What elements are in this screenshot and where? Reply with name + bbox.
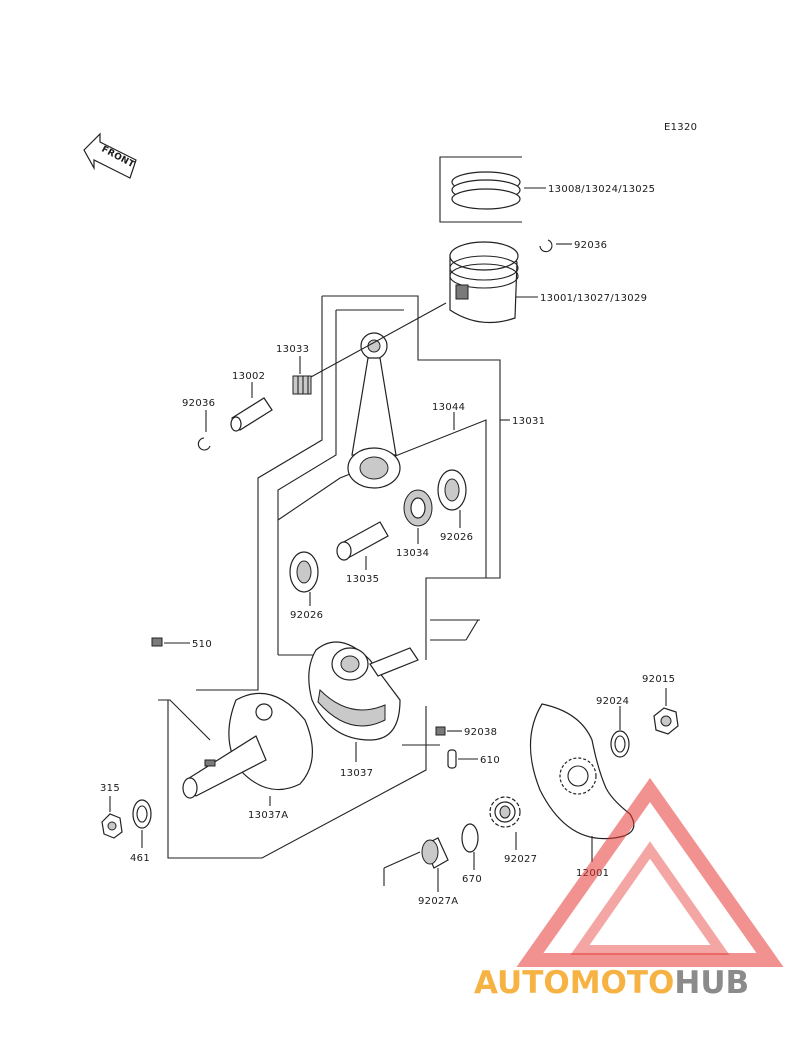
nut-left-icon (101, 796, 123, 839)
o-ring-label: 670 (462, 874, 482, 885)
o-ring-icon (461, 823, 479, 870)
gear-icon (489, 796, 521, 850)
piston-icon (449, 241, 538, 324)
nut-icon (653, 688, 679, 735)
thrust-washer-left-label: 92026 (290, 610, 323, 621)
watermark-part1: AUTOMOTO (474, 965, 674, 1001)
watermark-part2: HUB (674, 965, 749, 1001)
connecting-rod-icon (299, 302, 447, 489)
pin-circlip-label: 92036 (182, 398, 215, 409)
svg-text:AUTOMOTOHUB: AUTOMOTOHUB (474, 965, 749, 1001)
crank-pin-label: 13035 (346, 574, 379, 585)
left-flywheel-icon (182, 692, 314, 806)
ring-set-label: 13008/13024/13025 (548, 184, 655, 195)
nut-label: 92015 (642, 674, 675, 685)
washer-left-icon (132, 799, 152, 848)
washer-left-label: 461 (130, 853, 150, 864)
big-end-bearing-icon (403, 489, 433, 544)
thrust-washer-right-label: 92026 (440, 532, 473, 543)
left-flywheel-label: 13037A (248, 810, 288, 821)
woodruff-key-label: 92038 (464, 727, 497, 738)
key-label: 510 (192, 639, 212, 650)
watermark-triangle-icon (516, 777, 784, 967)
small-end-bearing-icon (292, 356, 312, 395)
thrust-washer-right-icon (437, 469, 467, 528)
dowel-pin-icon (447, 749, 478, 769)
gear-label: 92027 (504, 854, 537, 865)
piston-circlip-label: 92036 (574, 240, 607, 251)
front-arrow-icon: FRONT (83, 132, 137, 179)
small-end-bearing-label: 13033 (276, 344, 309, 355)
dowel-pin-label: 610 (480, 755, 500, 766)
big-end-bearing-label: 13034 (396, 548, 429, 559)
key-icon (151, 637, 190, 647)
automotohub-watermark: AUTOMOTOHUB (474, 777, 784, 1001)
thrust-washer-left-icon (289, 551, 319, 606)
pin-circlip-icon (197, 410, 211, 451)
ring-set-box (439, 156, 546, 223)
piston-circlip-icon (539, 239, 572, 253)
diagram-code: E1320 (664, 122, 697, 133)
piston-pin-icon (230, 382, 273, 432)
crankshaft-assy-label: 13031 (512, 416, 545, 427)
collar-label: 92027A (418, 896, 458, 907)
right-flywheel-icon (308, 641, 419, 762)
woodruff-key-icon (435, 726, 462, 736)
right-flywheel-label: 13037 (340, 768, 373, 779)
nut-left-label: 315 (100, 783, 120, 794)
collar-icon (383, 837, 449, 892)
piston-label: 13001/13027/13029 (540, 293, 647, 304)
con-rod-kit-label: 13044 (432, 402, 465, 413)
crank-pin-icon (336, 521, 389, 570)
lock-washer-icon (610, 706, 630, 758)
piston-pin-label: 13002 (232, 371, 265, 382)
lock-washer-label: 92024 (596, 696, 629, 707)
